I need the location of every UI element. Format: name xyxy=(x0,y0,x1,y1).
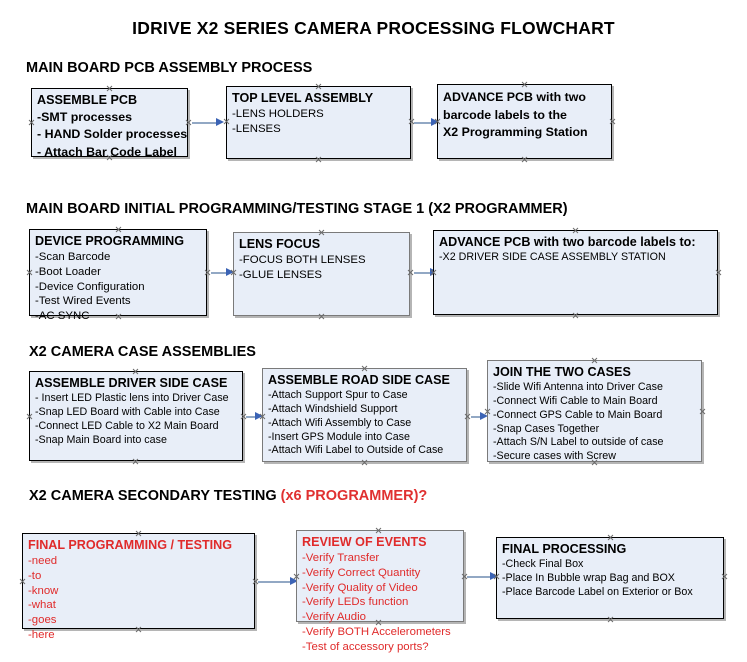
arrow-final-programming-to-review-events xyxy=(258,577,298,586)
flow-box-line: -Secure cases with Screw xyxy=(493,450,616,463)
flow-box-review-of-events[interactable]: REVIEW OF EVENTS -Verify Transfer -Verif… xyxy=(296,530,464,653)
arrow-road-case-to-join-cases xyxy=(471,412,488,421)
flow-box-line: - Insert LED Plastic lens into Driver Ca… xyxy=(35,391,229,404)
flow-box-title: REVIEW OF EVENTS xyxy=(302,535,427,549)
flow-box-line: -Slide Wifi Antenna into Driver Case xyxy=(493,380,663,393)
arrow-driver-case-to-road-case xyxy=(246,412,263,421)
flow-box-line-overflow: -Test of accessory ports? xyxy=(302,640,429,653)
flow-box-advance-pcb-to-programming-station[interactable]: ADVANCE PCB with two barcode labels to t… xyxy=(437,84,612,159)
flow-box-title: DEVICE PROGRAMMING xyxy=(35,234,185,248)
flow-box-line: -FOCUS BOTH LENSES xyxy=(239,253,366,266)
flow-box-title: FINAL PROCESSING xyxy=(502,542,627,556)
flow-box-line: -Insert GPS Module into Case xyxy=(268,430,410,443)
section-heading-text: X2 CAMERA SECONDARY TESTING xyxy=(29,488,281,504)
flow-box-title: ASSEMBLE ROAD SIDE CASE xyxy=(268,373,450,387)
flow-box-line: -Attach Windshield Support xyxy=(268,402,398,415)
flow-box-advance-pcb-to-driver-side-case[interactable]: ADVANCE PCB with two barcode labels to: … xyxy=(433,230,718,315)
section-heading-x2-camera-case-assemblies: X2 CAMERA CASE ASSEMBLIES xyxy=(29,344,256,360)
flow-box-title: ASSEMBLE DRIVER SIDE CASE xyxy=(35,376,228,390)
section-heading-main-board-initial-programming: MAIN BOARD INITIAL PROGRAMMING/TESTING S… xyxy=(26,201,568,217)
flow-box-title: FINAL PROGRAMMING / TESTING xyxy=(28,538,233,552)
flow-box-line: -Verify Quality of Video xyxy=(302,581,418,594)
arrow-device-programming-to-lens-focus xyxy=(211,268,234,277)
flow-box-line: -Verify LEDs function xyxy=(302,596,409,609)
flow-box-line: -Verify Correct Quantity xyxy=(302,566,421,579)
page-title: IDRIVE X2 SERIES CAMERA PROCESSING FLOWC… xyxy=(132,18,615,38)
flow-box-final-processing[interactable]: FINAL PROCESSING -Check Final Box -Place… xyxy=(496,537,724,619)
flow-box-line: -Connect LED Cable to X2 Main Board xyxy=(35,419,219,432)
flow-box-line: -Place In Bubble wrap Bag and BOX xyxy=(502,571,675,584)
flow-box-line: -Verify Audio xyxy=(302,611,366,624)
flow-box-line: - Attach Bar Code Label xyxy=(37,145,177,160)
flow-box-line: -goes xyxy=(28,614,57,627)
section-heading-accent: (x6 PROGRAMMER)? xyxy=(280,488,428,504)
flow-box-line: -GLUE LENSES xyxy=(239,268,322,281)
flow-box-title: ADVANCE PCB with two barcode labels to: xyxy=(439,235,696,249)
flow-box-lens-focus[interactable]: LENS FOCUS -FOCUS BOTH LENSES -GLUE LENS… xyxy=(233,232,410,316)
flow-box-title: TOP LEVEL ASSEMBLY xyxy=(232,91,374,105)
flow-box-line: - HAND Solder processes xyxy=(37,127,188,142)
flow-box-final-programming-testing[interactable]: FINAL PROGRAMMING / TESTING -need -to -k… xyxy=(22,533,255,641)
flow-box-join-the-two-cases[interactable]: JOIN THE TWO CASES -Slide Wifi Antenna i… xyxy=(487,360,702,462)
flow-box-device-programming[interactable]: DEVICE PROGRAMMING -Scan Barcode -Boot L… xyxy=(29,229,207,322)
flow-box-top-level-assembly[interactable]: TOP LEVEL ASSEMBLY -LENS HOLDERS -LENSES xyxy=(226,86,411,159)
flow-box-line: -to xyxy=(28,569,42,582)
flow-box-line: -Connect Wifi Cable to Main Board xyxy=(493,394,658,407)
flow-box-line: -X2 DRIVER SIDE CASE ASSEMBLY STATION xyxy=(439,250,666,263)
flow-box-line: -Verify Transfer xyxy=(302,551,380,564)
section-heading-text: MAIN BOARD INITIAL PROGRAMMING/TESTING S… xyxy=(26,201,568,217)
flow-box-line: -Place Barcode Label on Exterior or Box xyxy=(502,585,693,598)
arrow-review-events-to-final-processing xyxy=(467,572,498,581)
flow-box-line: -what xyxy=(28,599,56,612)
flow-box-line: -Boot Loader xyxy=(35,265,101,278)
flow-box-line: -Check Final Box xyxy=(502,557,584,570)
flow-box-line: ADVANCE PCB with two xyxy=(443,90,586,104)
section-heading-text: MAIN BOARD PCB ASSEMBLY PROCESS xyxy=(26,60,313,76)
section-heading-x2-camera-secondary-testing: X2 CAMERA SECONDARY TESTING (x6 PROGRAMM… xyxy=(29,488,427,504)
flow-box-line: -Snap Cases Together xyxy=(493,422,600,435)
flow-box-assemble-driver-side-case[interactable]: ASSEMBLE DRIVER SIDE CASE - Insert LED P… xyxy=(29,371,243,461)
flow-box-line: -need xyxy=(28,554,58,567)
arrow-top-level-to-advance-pcb xyxy=(414,118,439,127)
flow-box-line: X2 Programming Station xyxy=(443,125,588,140)
flow-box-line: -Verify BOTH Accelerometers xyxy=(302,626,451,638)
flow-box-line: -AC SYNC xyxy=(35,310,90,323)
section-heading-text: X2 CAMERA CASE ASSEMBLIES xyxy=(29,344,256,360)
flow-box-line: -Test Wired Events xyxy=(35,295,131,308)
flow-box-line: -Attach Wifi Label to Outside of Case xyxy=(268,444,444,457)
flow-box-line: -Scan Barcode xyxy=(35,250,111,263)
flow-box-line: -Device Configuration xyxy=(35,280,145,293)
flow-box-line: -Snap LED Board with Cable into Case xyxy=(35,405,220,418)
flow-box-title: LENS FOCUS xyxy=(239,237,321,251)
flow-box-line: -Snap Main Board into case xyxy=(35,433,167,446)
arrow-assemble-pcb-to-top-level xyxy=(192,118,224,127)
flow-box-assemble-road-side-case[interactable]: ASSEMBLE ROAD SIDE CASE -Attach Support … xyxy=(262,368,467,462)
flow-box-line: -LENS HOLDERS xyxy=(232,107,324,120)
flow-box-line: -LENSES xyxy=(232,122,281,135)
flow-box-line: -Attach Wifi Assembly to Case xyxy=(268,416,412,429)
flow-box-line: barcode labels to the xyxy=(443,107,567,122)
flow-box-title: JOIN THE TWO CASES xyxy=(493,365,631,379)
flow-box-line: -Attach S/N Label to outside of case xyxy=(493,436,664,449)
flow-box-line: -SMT processes xyxy=(37,109,133,124)
flow-box-line: -here xyxy=(28,629,55,641)
section-heading-main-board-pcb-assembly: MAIN BOARD PCB ASSEMBLY PROCESS xyxy=(26,60,312,76)
flow-box-line: -Attach Support Spur to Case xyxy=(268,388,408,401)
flow-box-assemble-pcb[interactable]: ASSEMBLE PCB -SMT processes - HAND Solde… xyxy=(31,88,188,159)
flow-box-line: -Connect GPS Cable to Main Board xyxy=(493,408,663,421)
flow-box-title: ASSEMBLE PCB xyxy=(37,93,138,107)
flow-box-line: -know xyxy=(28,584,59,597)
